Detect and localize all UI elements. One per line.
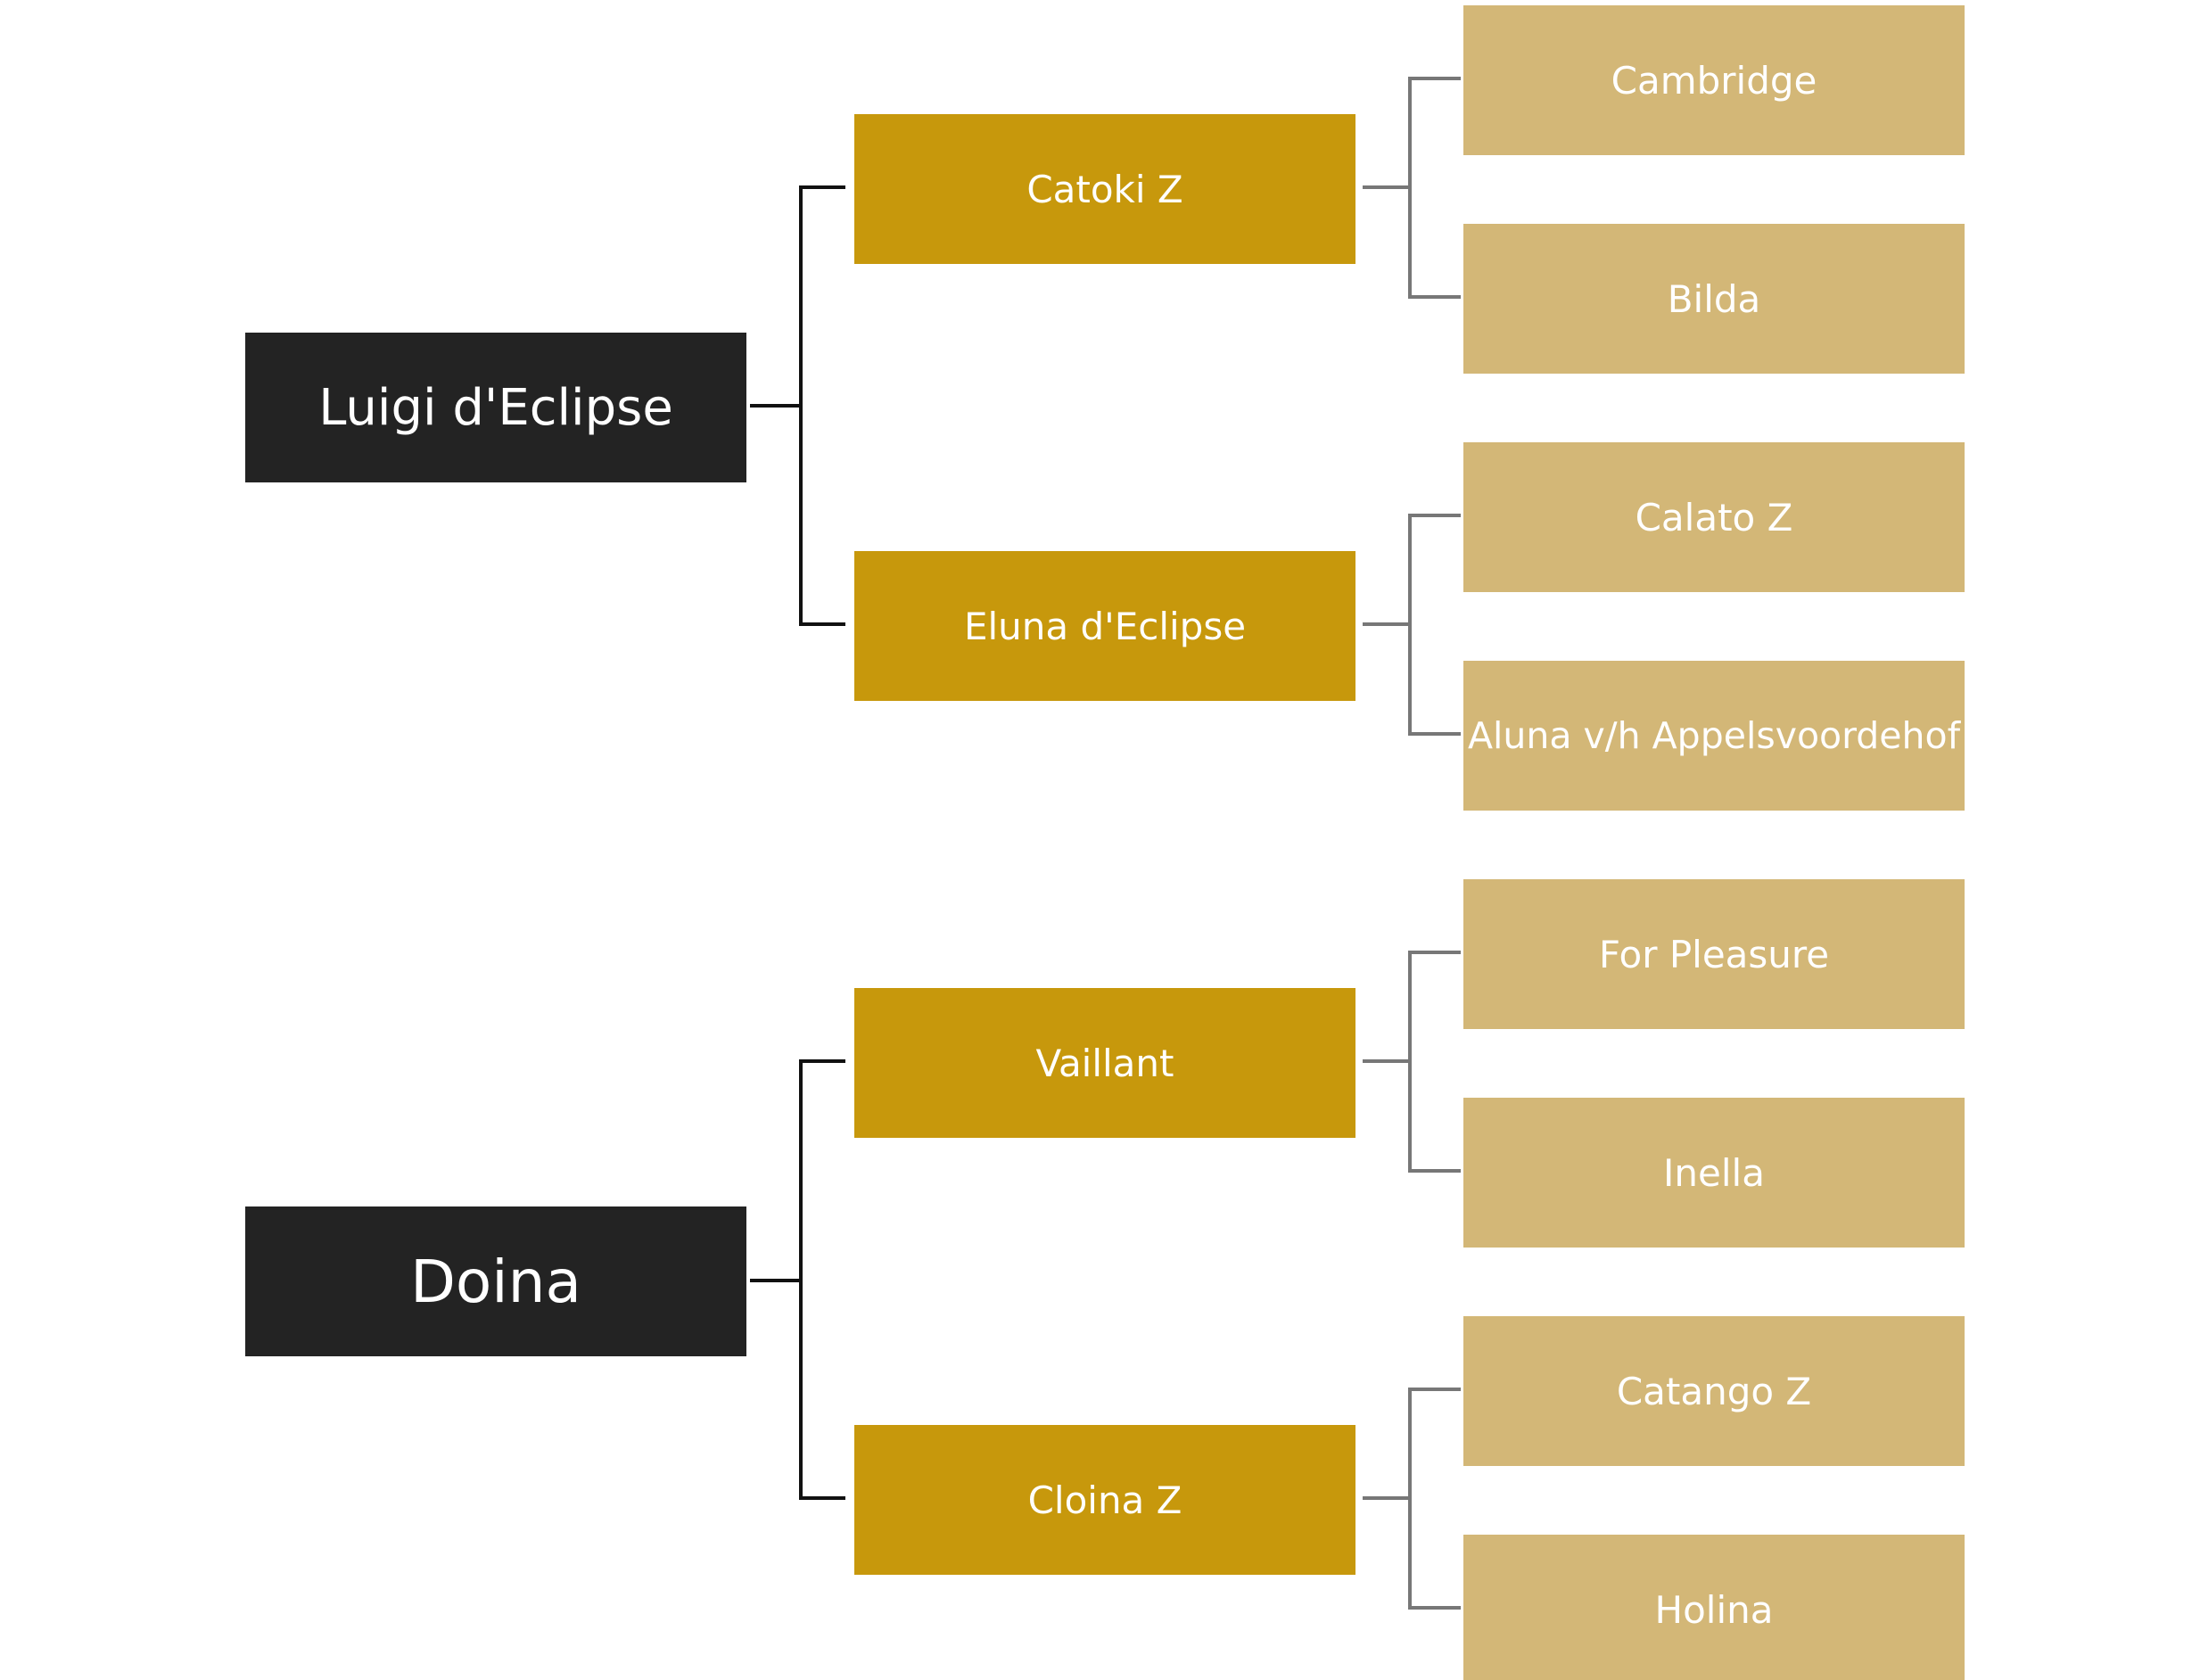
connector-vaillant-bracket: [1408, 951, 1461, 1173]
dam-sire-dam-box: Inella: [1463, 1098, 1965, 1248]
sire-name: Luigi d'Eclipse: [318, 378, 673, 437]
sire-sire-sire-box: Cambridge: [1463, 5, 1965, 155]
dam-dam-dam-box: Holina: [1463, 1535, 1965, 1680]
connector-eluna-bracket: [1408, 514, 1461, 736]
dam-sire-sire-name: For Pleasure: [1598, 932, 1830, 976]
sire-sire-sire-name: Cambridge: [1611, 58, 1817, 103]
sire-dam-dam-box: Aluna v/h Appelsvoordehof: [1463, 661, 1965, 811]
sire-dam-sire-name: Calato Z: [1635, 495, 1793, 539]
dam-name: Doina: [410, 1247, 581, 1316]
connector-catoki-bracket: [1408, 77, 1461, 299]
dam-dam-sire-box: Catango Z: [1463, 1316, 1965, 1466]
dam-sire-box: Vaillant: [854, 988, 1355, 1138]
dam-dam-name: Cloina Z: [1027, 1478, 1182, 1522]
sire-sire-name: Catoki Z: [1026, 167, 1183, 211]
connector-sire-bracket: [799, 185, 845, 626]
dam-dam-box: Cloina Z: [854, 1425, 1355, 1575]
dam-sire-name: Vaillant: [1035, 1041, 1174, 1085]
sire-dam-dam-name: Aluna v/h Appelsvoordehof: [1467, 714, 1961, 757]
sire-dam-sire-box: Calato Z: [1463, 442, 1965, 592]
sire-box: Luigi d'Eclipse: [245, 333, 746, 482]
connector-dam-bracket: [799, 1059, 845, 1500]
sire-dam-name: Eluna d'Eclipse: [963, 604, 1247, 648]
dam-dam-dam-name: Holina: [1654, 1587, 1774, 1632]
sire-sire-box: Catoki Z: [854, 114, 1355, 264]
sire-dam-box: Eluna d'Eclipse: [854, 551, 1355, 701]
dam-box: Doina: [245, 1206, 746, 1356]
dam-sire-dam-name: Inella: [1663, 1150, 1765, 1195]
sire-sire-dam-box: Bilda: [1463, 224, 1965, 374]
dam-dam-sire-name: Catango Z: [1616, 1369, 1812, 1413]
dam-sire-sire-box: For Pleasure: [1463, 879, 1965, 1029]
sire-sire-dam-name: Bilda: [1667, 276, 1761, 321]
connector-cloina-bracket: [1408, 1388, 1461, 1610]
